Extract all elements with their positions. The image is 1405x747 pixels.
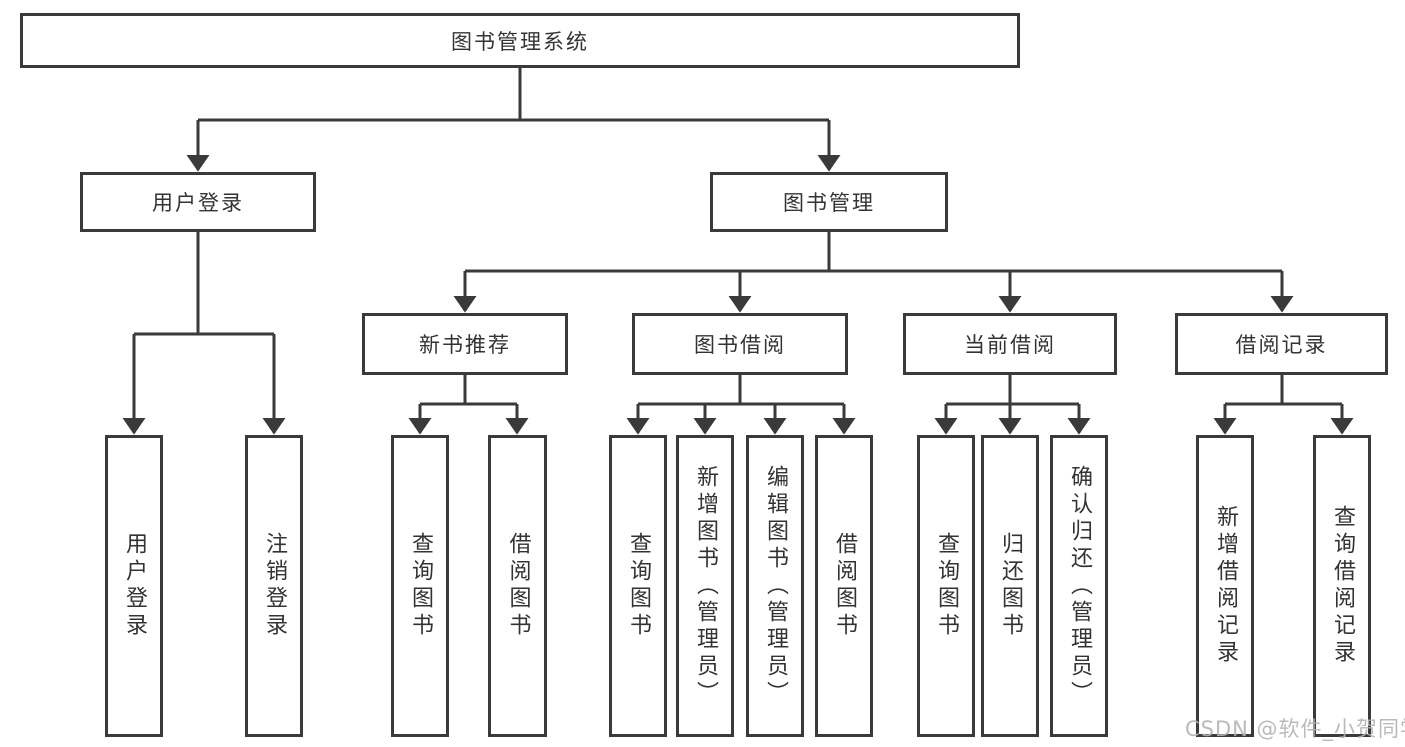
leaf-query-books-2: 查询图书 <box>609 435 667 737</box>
leaf-logout: 注销登录 <box>245 435 303 737</box>
leaf-query-books-3: 查询图书 <box>917 435 975 737</box>
leaf-user-login: 用户登录 <box>105 435 163 737</box>
node-new-book-recommend: 新书推荐 <box>362 313 568 375</box>
leaf-add-borrow-record: 新增借阅记录 <box>1196 435 1254 737</box>
leaf-query-borrow-record: 查询借阅记录 <box>1313 435 1371 737</box>
node-book-management: 图书管理 <box>710 172 948 232</box>
node-user-login: 用户登录 <box>80 172 316 232</box>
node-borrowing-records: 借阅记录 <box>1175 313 1388 375</box>
csdn-watermark: CSDN @软件_小贺同学 <box>1185 717 1405 741</box>
node-book-borrowing: 图书借阅 <box>632 313 848 375</box>
node-library-management-system: 图书管理系统 <box>20 13 1020 68</box>
leaf-query-books-1: 查询图书 <box>391 435 449 737</box>
leaf-add-book-admin: 新增图书（管理员） <box>676 435 734 737</box>
leaf-borrow-books-2: 借阅图书 <box>815 435 873 737</box>
leaf-edit-book-admin: 编辑图书（管理员） <box>746 435 804 737</box>
node-current-borrowing: 当前借阅 <box>903 313 1117 375</box>
leaf-borrow-books-1: 借阅图书 <box>488 435 547 737</box>
leaf-return-books: 归还图书 <box>981 435 1039 737</box>
leaf-confirm-return-admin: 确认归还（管理员） <box>1050 435 1108 737</box>
connector-stems <box>134 68 1342 406</box>
